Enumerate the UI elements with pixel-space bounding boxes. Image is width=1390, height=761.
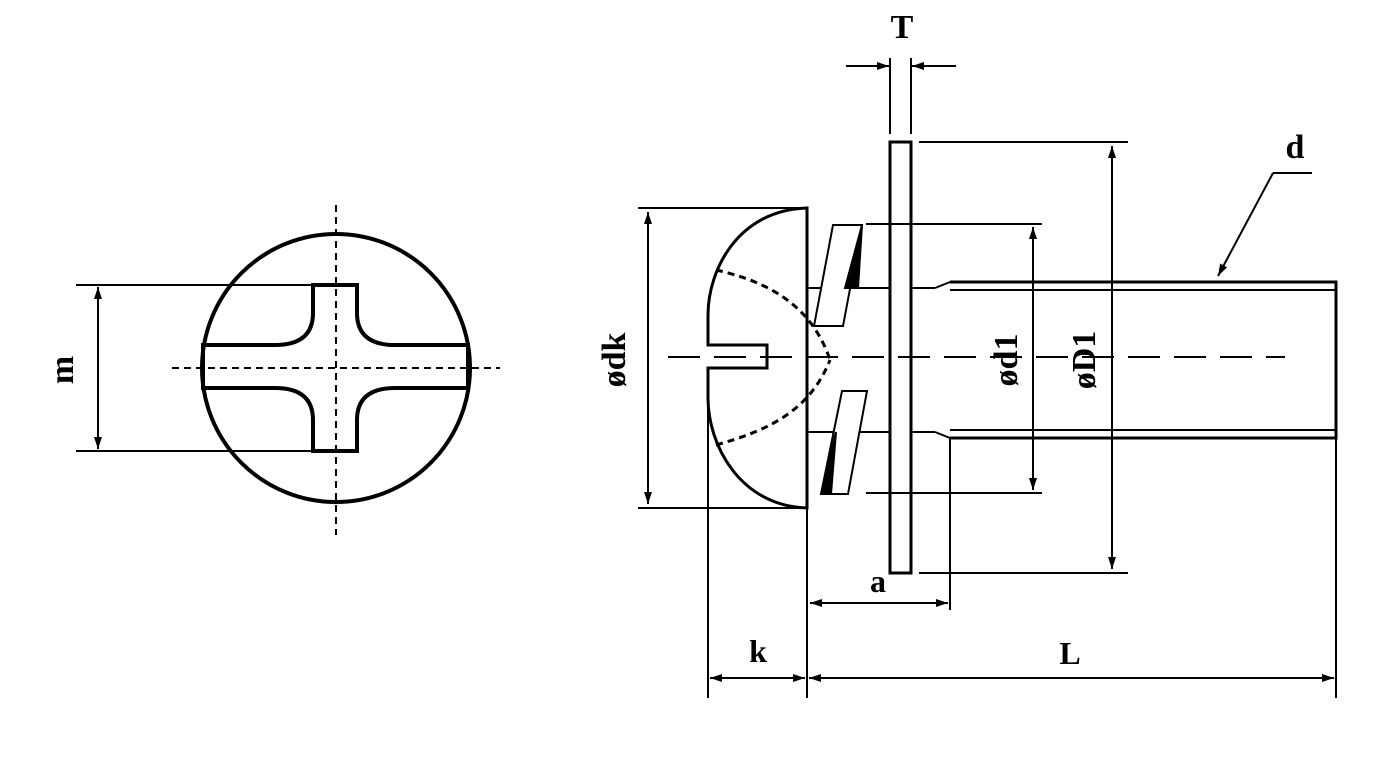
label-m: m [44, 356, 81, 384]
dimension-a [810, 438, 951, 610]
spring-washer-lower [819, 390, 869, 495]
recess-hidden-upper [715, 268, 832, 361]
label-dk: ødk [596, 333, 633, 388]
label-k: k [749, 633, 767, 669]
label-D1: øD1 [1066, 331, 1103, 390]
dimension-d1 [866, 223, 1042, 494]
cross-recess [201, 283, 470, 453]
dimension-D1 [919, 141, 1128, 574]
head-top-view [172, 205, 500, 535]
recess-hidden-lower [715, 359, 832, 447]
spring-washer-upper [812, 224, 864, 327]
screw-head-side [706, 206, 832, 510]
label-T: T [891, 9, 914, 46]
label-d: d [1286, 129, 1305, 166]
label-a: a [870, 563, 886, 599]
dimension-m [76, 284, 313, 452]
leader-d [1217, 172, 1312, 277]
dimension-dk [638, 207, 807, 509]
label-d1: ød1 [988, 334, 1025, 387]
dimension-k [707, 398, 808, 698]
dimension-L [809, 438, 1337, 698]
label-L: L [1059, 635, 1080, 671]
threaded-body [911, 280, 1338, 440]
dimension-T [846, 58, 956, 134]
